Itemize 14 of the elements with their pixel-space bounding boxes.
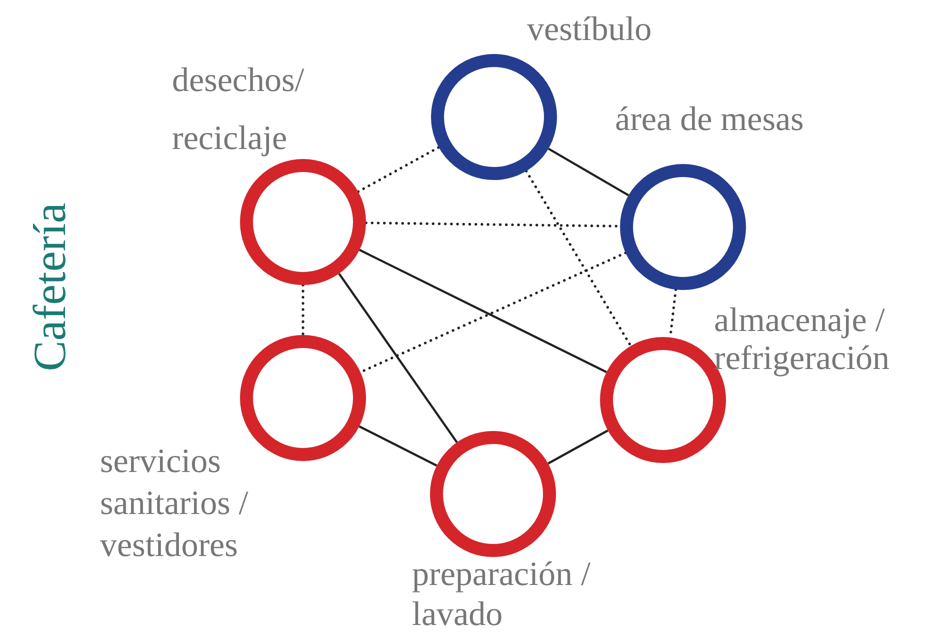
dotted-line xyxy=(356,146,440,193)
node-label: área de mesas xyxy=(615,100,805,140)
title: Cafetería xyxy=(27,202,73,372)
node-label: desechos/ reciclaje xyxy=(172,61,306,159)
node-label: vestíbulo xyxy=(527,10,653,50)
connector-line xyxy=(548,430,608,464)
connector-line xyxy=(338,273,458,443)
connector-line xyxy=(358,425,438,467)
connector-line xyxy=(548,148,630,196)
dotted-line xyxy=(525,170,632,348)
node-label: almacenaje / refrigeración xyxy=(714,302,891,378)
node-label: preparación / lavado xyxy=(412,555,592,635)
dotted-line xyxy=(302,284,304,336)
node-label: servicios sanitarios / vestidores xyxy=(100,442,250,566)
